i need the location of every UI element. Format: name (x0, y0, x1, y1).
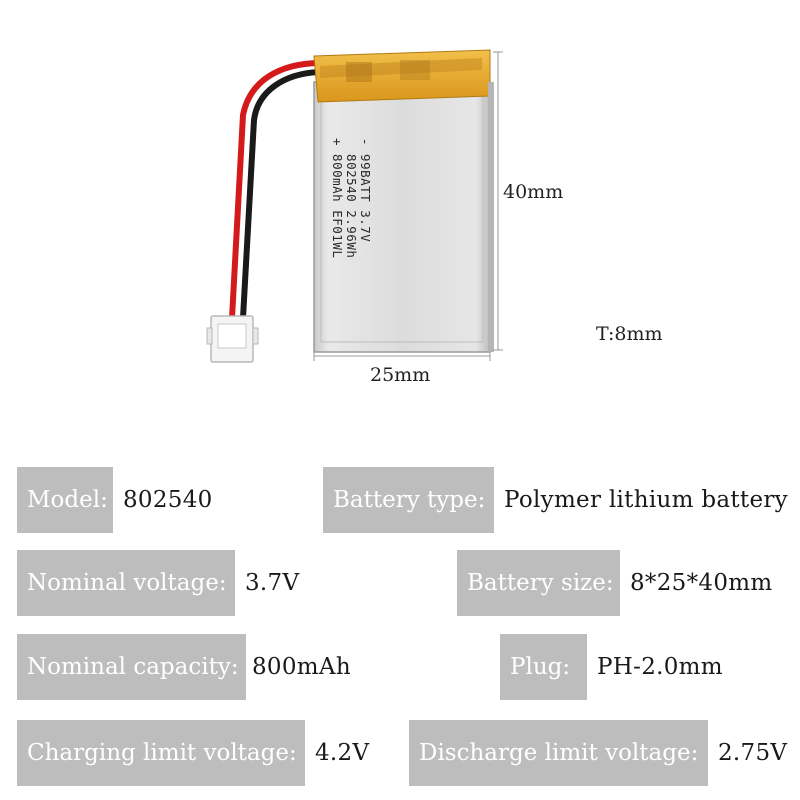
spec-label: Nominal voltage: (17, 550, 235, 616)
battery-print-line: 802540 2.96Wh (344, 138, 359, 259)
spec-label: Charging limit voltage: (17, 720, 305, 786)
spec-label: Nominal capacity: (17, 634, 246, 700)
spec-value: PH-2.0mm (597, 654, 723, 680)
dimension-lines (313, 51, 503, 361)
spec-value: 8*25*40mm (630, 570, 773, 596)
battery-cell (313, 49, 494, 353)
spec-label: Battery size: (457, 550, 620, 616)
spec-label: Plug: (500, 634, 587, 700)
battery-illustration (206, 49, 503, 363)
height-dimension-label: 40mm (503, 181, 564, 203)
spec-charging-limit-voltage: Charging limit voltage: 4.2V (17, 720, 369, 786)
battery-print-line: + 800mAh EF01WL (330, 138, 345, 259)
spec-plug: Plug: PH-2.0mm (500, 634, 723, 700)
black-wire (240, 69, 319, 319)
ph-connector (206, 315, 259, 363)
spec-nominal-voltage: Nominal voltage: 3.7V (17, 550, 299, 616)
battery-product-image: - 99BATT 3.7V 802540 2.96Wh + 800mAh EF0… (206, 49, 663, 386)
spec-model: Model: 802540 (17, 467, 213, 533)
battery-print-line: - 99BATT 3.7V (358, 138, 373, 243)
red-wire (229, 60, 319, 319)
width-dimension-label: 25mm (370, 364, 431, 386)
thickness-dimension-label: T:8mm (596, 323, 663, 345)
spec-label: Discharge limit voltage: (409, 720, 708, 786)
spec-label: Model: (17, 467, 113, 533)
battery-printed-label: - 99BATT 3.7V 802540 2.96Wh + 800mAh EF0… (316, 138, 373, 308)
spec-value: Polymer lithium battery (504, 487, 788, 513)
spec-value: 3.7V (245, 570, 300, 596)
spec-label: Battery type: (323, 467, 494, 533)
spec-value: 4.2V (315, 740, 370, 766)
spec-battery-size: Battery size: 8*25*40mm (457, 550, 773, 616)
spec-discharge-limit-voltage: Discharge limit voltage: 2.75V (409, 720, 787, 786)
spec-value: 2.75V (718, 740, 788, 766)
spec-value: 802540 (123, 487, 213, 513)
spec-value: 800mAh (252, 654, 351, 680)
spec-battery-type: Battery type: Polymer lithium battery (323, 467, 788, 533)
spec-nominal-capacity: Nominal capacity: 800mAh (17, 634, 351, 700)
